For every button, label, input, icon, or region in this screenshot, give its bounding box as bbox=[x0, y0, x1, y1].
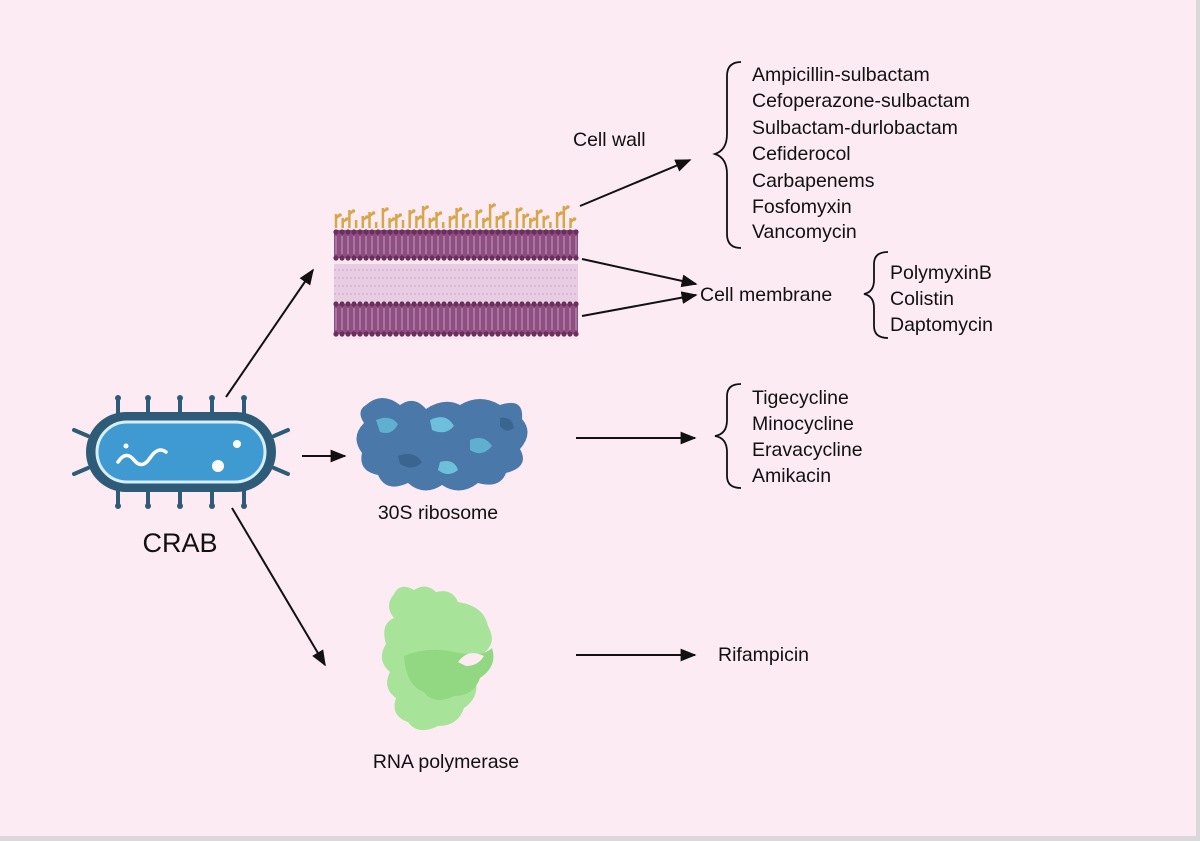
arrow-to-cell-membrane-lower bbox=[581, 291, 698, 317]
membrane-icon bbox=[333, 203, 579, 340]
drug-item: Cefoperazone-sulbactam bbox=[752, 90, 970, 112]
arrow-to-membrane bbox=[225, 268, 314, 398]
arrows bbox=[225, 159, 698, 667]
braces bbox=[712, 61, 889, 489]
organism-label: CRAB bbox=[142, 528, 217, 558]
arrow-to-cell-wall bbox=[579, 159, 692, 207]
cell-membrane-brace bbox=[863, 251, 889, 339]
rna-polymerase-drug-list: Rifampicin bbox=[718, 644, 809, 666]
drug-item: Cefiderocol bbox=[752, 143, 851, 165]
cell-membrane-drug-list: PolymyxinB Colistin Daptomycin bbox=[890, 262, 997, 336]
rna-polymerase-icon bbox=[381, 586, 494, 731]
rna-polymerase-label: RNA polymerase bbox=[373, 751, 519, 773]
drug-item: Rifampicin bbox=[718, 644, 809, 666]
cell-wall-brace bbox=[712, 61, 742, 249]
cell-membrane-label: Cell membrane bbox=[700, 284, 832, 306]
drug-item: Minocycline bbox=[752, 413, 854, 435]
ribosome-label: 30S ribosome bbox=[378, 502, 498, 524]
drug-item: Amikacin bbox=[752, 465, 831, 487]
ribosome-icon bbox=[356, 398, 528, 491]
drug-item: Fosfomyxin bbox=[752, 196, 852, 218]
drug-item: Ampicillin-sulbactam bbox=[752, 64, 930, 86]
drug-item: Tigecycline bbox=[752, 387, 849, 409]
drug-item: Carbapenems bbox=[752, 170, 875, 192]
bacterium-icon bbox=[72, 395, 290, 509]
drug-item: Colistin bbox=[890, 288, 954, 310]
drug-item: Sulbactam-durlobactam bbox=[752, 117, 958, 139]
ribosome-drug-list: Tigecycline Minocycline Eravacycline Ami… bbox=[752, 387, 868, 487]
arrow-to-cell-membrane-upper bbox=[581, 258, 698, 288]
drug-item: PolymyxinB bbox=[890, 262, 992, 284]
cell-wall-drug-list: Ampicillin-sulbactam Cefoperazone-sulbac… bbox=[752, 64, 975, 243]
arrow-to-rna-polymerase bbox=[231, 507, 326, 667]
drug-item: Eravacycline bbox=[752, 439, 863, 461]
drug-item: Vancomycin bbox=[752, 221, 857, 243]
cell-wall-label: Cell wall bbox=[573, 129, 646, 151]
ribosome-brace bbox=[714, 383, 742, 489]
drug-item: Daptomycin bbox=[890, 314, 993, 336]
